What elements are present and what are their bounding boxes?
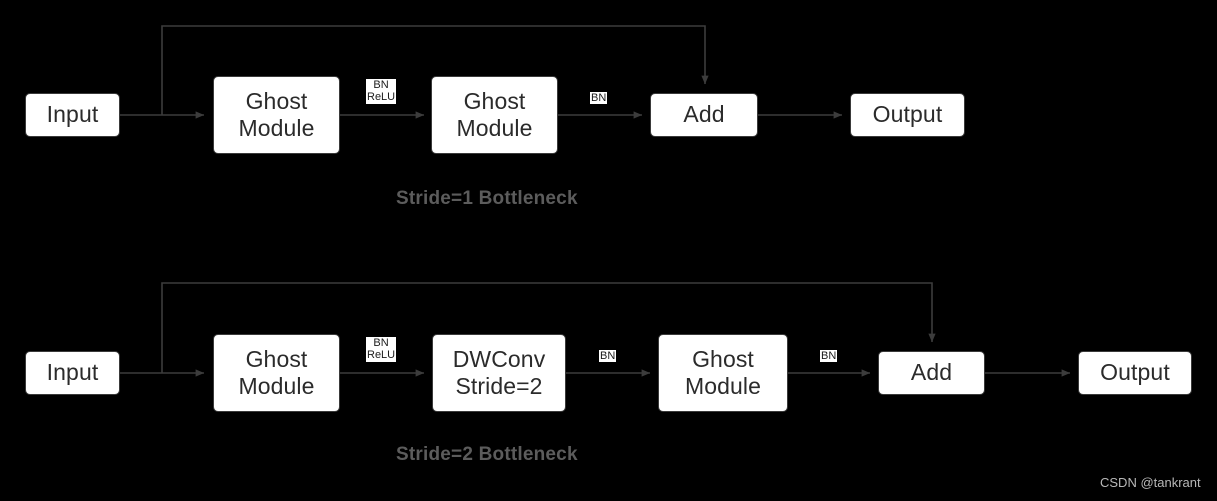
node-label: Add: [683, 101, 725, 128]
node-output-stride2[interactable]: Output: [1078, 351, 1192, 395]
node-label-line2: Module: [238, 115, 315, 141]
edge-label-line1: BN: [600, 350, 616, 362]
node-label-line2: Stride=2: [455, 373, 543, 399]
node-label-line1: Ghost: [692, 345, 754, 372]
edge-label-bn-relu-stride1: BN ReLU: [366, 79, 397, 104]
edge-label-line1: BN: [373, 337, 389, 349]
edge-label-bn-1-stride2: BN: [599, 350, 617, 363]
node-label-line1: Ghost: [463, 87, 526, 114]
node-dwconv-stride2[interactable]: DWConv Stride=2: [432, 334, 566, 412]
node-ghost-module-1-stride1[interactable]: Ghost Module: [213, 76, 340, 154]
edge-label-bn-2-stride2: BN: [820, 350, 838, 363]
watermark-text: CSDN @tankrant: [1100, 475, 1201, 490]
edge-label-line1: BN: [591, 92, 607, 104]
node-label: Input: [46, 359, 99, 386]
node-label-line1: DWConv: [452, 345, 546, 372]
edge-label-bn-relu-stride2: BN ReLU: [366, 337, 397, 362]
caption-stride1-bottleneck: Stride=1 Bottleneck: [396, 188, 578, 209]
node-ghost-module-1-stride2[interactable]: Ghost Module: [213, 334, 340, 412]
node-add-stride1[interactable]: Add: [650, 93, 758, 137]
edge-label-line2: ReLU: [367, 349, 396, 362]
node-ghost-module-2-stride2[interactable]: Ghost Module: [658, 334, 788, 412]
node-label-line2: Module: [456, 115, 533, 141]
node-label: Add: [910, 359, 953, 386]
node-add-stride2[interactable]: Add: [878, 351, 985, 395]
caption-stride2-bottleneck: Stride=2 Bottleneck: [396, 444, 578, 465]
node-label-line2: Module: [684, 373, 762, 399]
node-label: Output: [872, 101, 943, 128]
node-ghost-module-2-stride1[interactable]: Ghost Module: [431, 76, 558, 154]
node-label: Input: [46, 101, 99, 128]
node-label-line1: Ghost: [245, 345, 308, 372]
node-label: Output: [1100, 359, 1170, 386]
node-input-stride2[interactable]: Input: [25, 351, 120, 395]
node-output-stride1[interactable]: Output: [850, 93, 965, 137]
edge-label-line1: BN: [373, 79, 389, 91]
node-label-line2: Module: [238, 373, 315, 399]
node-input-stride1[interactable]: Input: [25, 93, 120, 137]
edge-label-line2: ReLU: [367, 91, 396, 104]
edge-label-bn-stride1: BN: [590, 92, 608, 105]
node-label-line1: Ghost: [245, 87, 308, 114]
edge-label-line1: BN: [821, 350, 837, 362]
